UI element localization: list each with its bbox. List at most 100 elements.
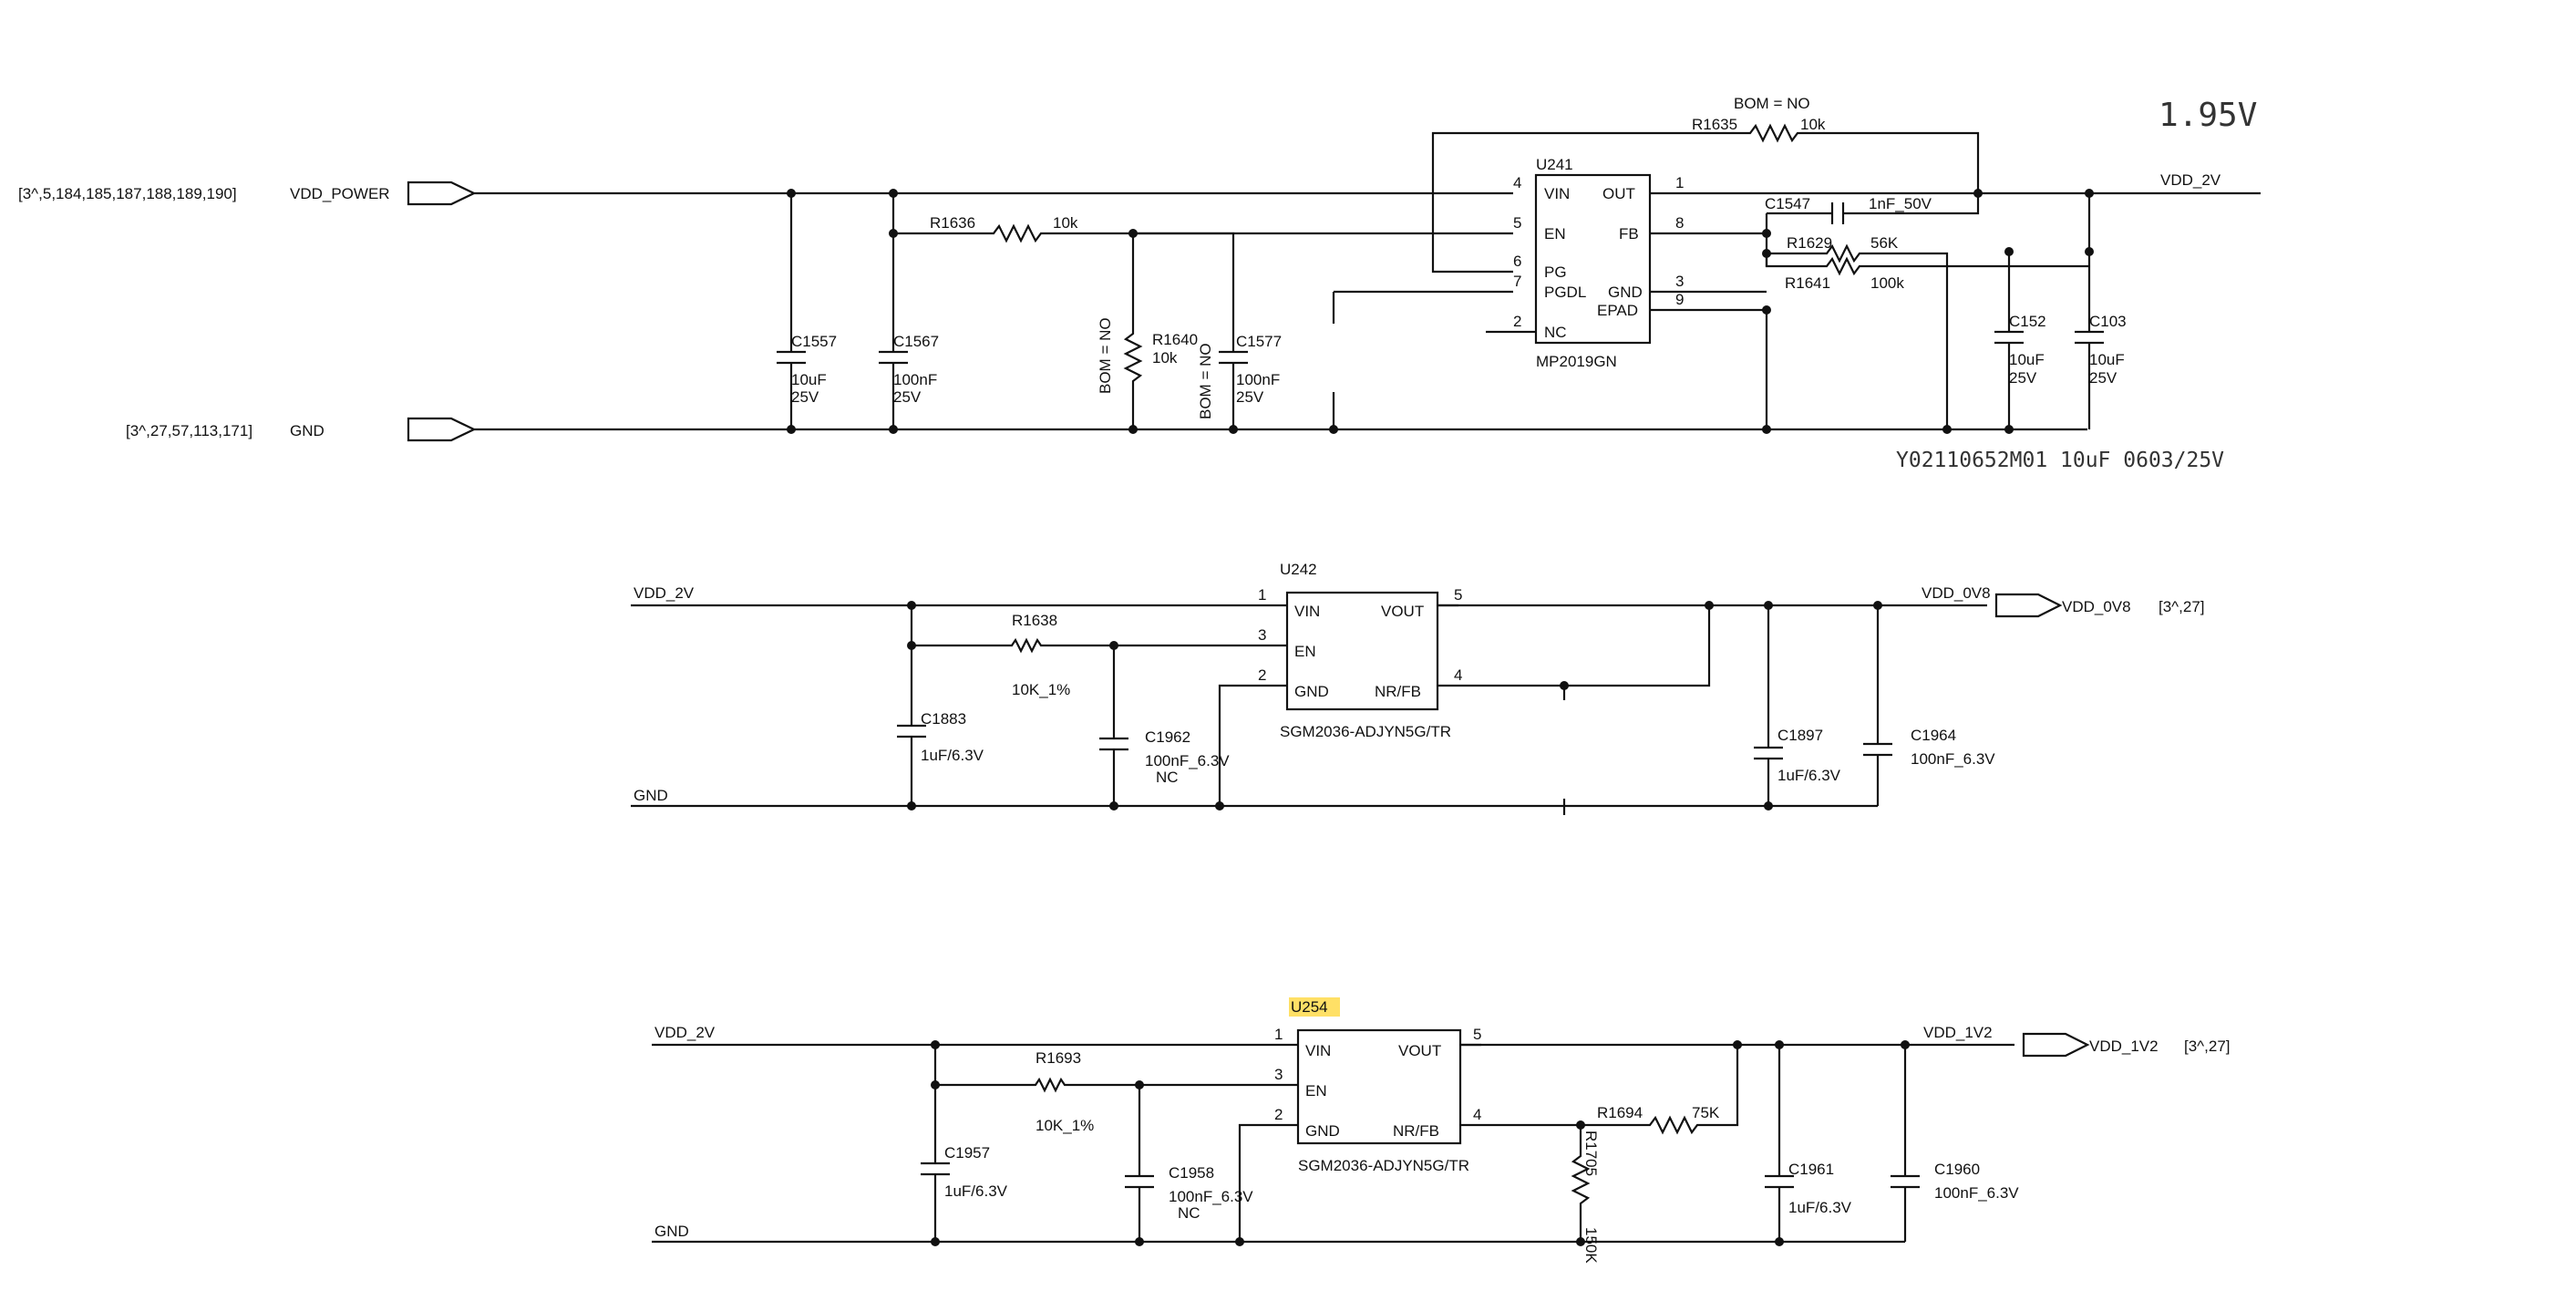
u241-num-fb: 8	[1675, 214, 1684, 232]
vdd-1v2-port	[2022, 1032, 2090, 1058]
r1641-value: 100k	[1870, 274, 1904, 292]
u242-num-vout: 5	[1454, 586, 1462, 604]
r1705-value: 150K	[1582, 1227, 1600, 1264]
c1557-ref: C1557	[791, 333, 837, 350]
vdd-2v-label-3: VDD_2V	[654, 1024, 716, 1041]
c1962-ref: C1962	[1145, 728, 1190, 746]
u241-pin-epad: EPAD	[1597, 302, 1638, 319]
c1961-value: 1uF/6.3V	[1788, 1199, 1852, 1216]
c1960-ref: C1960	[1934, 1161, 1980, 1178]
r1635-bom: BOM = NO	[1734, 95, 1810, 112]
vdd-0v8-port	[1994, 593, 2063, 618]
c1962-nc: NC	[1156, 769, 1179, 786]
c1567-value: 100nF	[893, 371, 937, 388]
u254-pin-gnd: GND	[1305, 1122, 1340, 1140]
c1577-voltage: 25V	[1236, 388, 1264, 406]
vdd-0v8-port-label: VDD_0V8	[2062, 598, 2131, 615]
vdd-1v2-net-label: VDD_1V2	[1923, 1024, 1993, 1041]
gnd-label-2: GND	[634, 787, 668, 804]
c1547-ref: C1547	[1765, 195, 1810, 212]
gnd-ref-label: [3^,27,57,113,171]	[126, 422, 252, 439]
u254-num-vin: 1	[1274, 1026, 1283, 1043]
u254-pin-nrfb: NR/FB	[1393, 1122, 1439, 1140]
c1957-value: 1uF/6.3V	[944, 1182, 1008, 1200]
r1635-value: 10k	[1800, 116, 1826, 133]
vdd-1v2-port-label: VDD_1V2	[2089, 1038, 2159, 1055]
c1567-voltage: 25V	[893, 388, 922, 406]
u241-pin-pg: PG	[1544, 263, 1567, 281]
u242-chip	[1285, 591, 1439, 711]
c1962-value: 100nF_6.3V	[1145, 752, 1230, 769]
r1635-ref: R1635	[1692, 116, 1737, 133]
u254-pin-en: EN	[1305, 1082, 1327, 1100]
u242-pin-en: EN	[1294, 643, 1316, 660]
c1557-value: 10uF	[791, 371, 827, 388]
c1897-ref: C1897	[1777, 727, 1823, 744]
c103-voltage: 25V	[2089, 369, 2117, 387]
c1883-ref: C1883	[921, 710, 966, 728]
c1964-value: 100nF_6.3V	[1911, 750, 1995, 768]
voltage-note: 1.95V	[2159, 97, 2257, 134]
u254-chip	[1296, 1028, 1462, 1145]
c1958-ref: C1958	[1169, 1164, 1214, 1182]
r1638-value: 10K_1%	[1012, 681, 1070, 698]
u241-num-pg: 6	[1513, 253, 1521, 270]
gnd-port	[407, 417, 477, 442]
r1629-ref: R1629	[1787, 234, 1832, 252]
u241-pin-pgdl: PGDL	[1544, 284, 1586, 301]
u242-num-vin: 1	[1258, 586, 1266, 604]
c1958-value: 100nF_6.3V	[1169, 1188, 1253, 1205]
r1640-bom: BOM = NO	[1097, 317, 1114, 394]
r1693-value: 10K_1%	[1036, 1117, 1094, 1134]
c103-ref: C103	[2089, 313, 2127, 330]
u241-num-vin: 4	[1513, 174, 1521, 191]
u254-num-en: 3	[1274, 1066, 1283, 1083]
u241-pin-vin: VIN	[1544, 185, 1570, 202]
vdd-0v8-net-label: VDD_0V8	[1922, 584, 1991, 602]
vdd-2v-label-top: VDD_2V	[2160, 171, 2221, 189]
u242-num-en: 3	[1258, 626, 1266, 644]
c1960-value: 100nF_6.3V	[1934, 1184, 2019, 1202]
u254-part: SGM2036-ADJYN5G/TR	[1298, 1157, 1469, 1174]
u241-pin-en: EN	[1544, 225, 1566, 243]
r1636-value: 10k	[1053, 214, 1078, 232]
r1641-ref: R1641	[1785, 274, 1830, 292]
r1636-ref: R1636	[930, 214, 975, 232]
u241-num-pgdl: 7	[1513, 273, 1521, 290]
c152-value: 10uF	[2009, 351, 2045, 368]
c1957-ref: C1957	[944, 1144, 990, 1162]
r1638-ref: R1638	[1012, 612, 1057, 629]
u241-pin-out: OUT	[1602, 185, 1635, 202]
vdd-power-port	[407, 181, 477, 206]
r1694-value: 75K	[1692, 1104, 1720, 1121]
u241-ref: U241	[1536, 156, 1573, 173]
u241-chip	[1534, 173, 1652, 345]
r1694-ref: R1694	[1597, 1104, 1643, 1121]
c1961-ref: C1961	[1788, 1161, 1834, 1178]
r1705-ref: R1705	[1582, 1131, 1600, 1176]
u242-section: VDD_2V GND VDD_0V8 VDD_0V8 [3^,27] C1883…	[631, 561, 2205, 815]
u241-section: 1.95V Y02110652M01 10uF 0603/25V [3^,5,1…	[18, 95, 2261, 472]
vdd-power-net-label: VDD_POWER	[290, 185, 390, 202]
gnd-net-label: GND	[290, 422, 325, 439]
c1577-bom: BOM = NO	[1197, 343, 1214, 419]
c152-voltage: 25V	[2009, 369, 2037, 387]
u254-section: VDD_2V GND VDD_1V2 VDD_1V2 [3^,27] C1957…	[652, 997, 2231, 1264]
u242-part: SGM2036-ADJYN5G/TR	[1280, 723, 1451, 740]
c1897-value: 1uF/6.3V	[1777, 767, 1841, 784]
vdd-2v-label-2: VDD_2V	[634, 584, 695, 602]
c1577-ref: C1577	[1236, 333, 1282, 350]
u254-num-vout: 5	[1473, 1026, 1481, 1043]
u242-pin-vin: VIN	[1294, 603, 1320, 620]
u242-num-nrfb: 4	[1454, 666, 1462, 684]
r1693-ref: R1693	[1036, 1049, 1081, 1067]
u241-num-gnd: 3	[1675, 273, 1684, 290]
c152-ref: C152	[2009, 313, 2046, 330]
c1964-ref: C1964	[1911, 727, 1956, 744]
u254-ref: U254	[1291, 998, 1328, 1016]
u242-pin-nrfb: NR/FB	[1375, 683, 1421, 700]
r1640-value: 10k	[1152, 349, 1178, 367]
u241-pin-nc: NC	[1544, 324, 1567, 341]
u241-pin-fb: FB	[1619, 225, 1639, 243]
